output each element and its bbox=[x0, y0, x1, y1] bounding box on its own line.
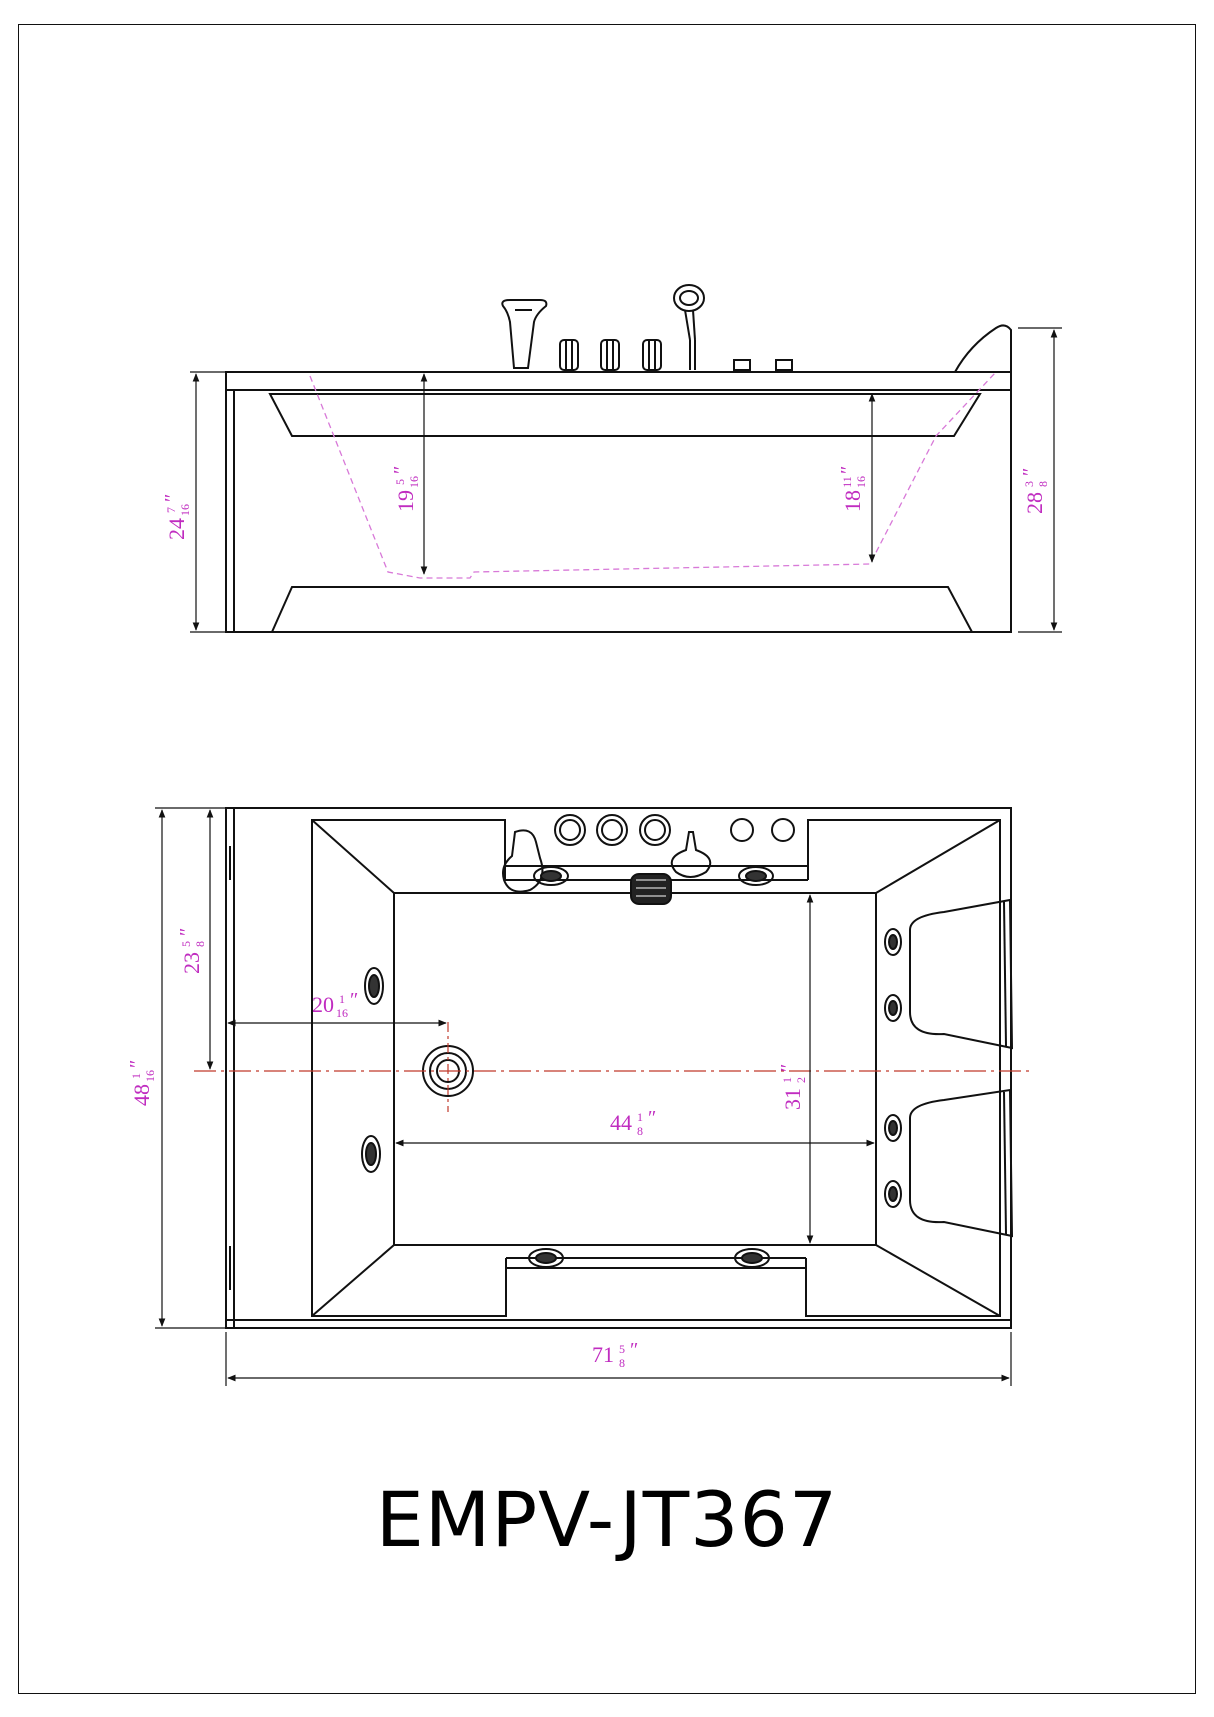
jet-icon bbox=[533, 866, 569, 886]
jet-icon bbox=[884, 928, 902, 956]
dim-top-inner-length: 44 1 8 ″ bbox=[610, 1107, 656, 1138]
control-button-icon bbox=[733, 359, 751, 371]
overflow-icon bbox=[630, 873, 672, 905]
svg-text:5: 5 bbox=[179, 941, 193, 947]
jet-icon bbox=[738, 866, 774, 886]
dim-side-overall-left: 24 7 16 ″ bbox=[161, 494, 192, 540]
svg-text:71: 71 bbox=[592, 1342, 614, 1367]
centerlines bbox=[194, 1022, 1030, 1112]
side-view bbox=[225, 284, 1012, 633]
svg-text:″: ″ bbox=[648, 1107, 656, 1129]
svg-text:8: 8 bbox=[637, 1124, 643, 1138]
dim-top-drain-offset: 23 5 8 ″ bbox=[176, 928, 207, 974]
svg-text:8: 8 bbox=[1036, 481, 1050, 487]
svg-text:″: ″ bbox=[126, 1060, 148, 1068]
svg-text:″: ″ bbox=[630, 1339, 638, 1361]
dim-side-depth-right: 18 11 16 ″ bbox=[837, 466, 868, 512]
svg-text:″: ″ bbox=[161, 494, 183, 502]
svg-text:1: 1 bbox=[129, 1073, 143, 1079]
jet-icon bbox=[361, 1135, 381, 1173]
top-view bbox=[225, 807, 1012, 1329]
tub-rim-outline bbox=[225, 807, 1012, 1329]
svg-text:2: 2 bbox=[794, 1077, 808, 1083]
svg-text:11: 11 bbox=[840, 476, 854, 488]
top-dim-lines bbox=[155, 807, 1012, 1386]
valve-knob-icon bbox=[639, 814, 671, 846]
svg-text:23: 23 bbox=[179, 952, 204, 974]
svg-text:5: 5 bbox=[619, 1342, 625, 1356]
jet-icon bbox=[884, 994, 902, 1022]
headrest-icon bbox=[954, 324, 1012, 373]
svg-text:1: 1 bbox=[780, 1077, 794, 1083]
faucet-icon bbox=[501, 299, 548, 369]
valve-knob-icon bbox=[596, 814, 628, 846]
dim-side-overall-right: 28 3 8 ″ bbox=[1019, 468, 1050, 514]
jet-icon bbox=[884, 1114, 902, 1142]
svg-text:″: ″ bbox=[1019, 468, 1041, 476]
svg-text:1: 1 bbox=[637, 1110, 643, 1124]
valve-knob-icon bbox=[642, 339, 662, 371]
pillow-icon bbox=[909, 898, 1014, 1050]
svg-text:″: ″ bbox=[837, 466, 859, 474]
svg-text:20: 20 bbox=[312, 992, 334, 1017]
dim-top-overall-width: 48 1 16 ″ bbox=[126, 1060, 157, 1106]
svg-text:24: 24 bbox=[164, 518, 189, 540]
dim-side-depth-left: 19 5 16 ″ bbox=[390, 466, 421, 512]
svg-text:16: 16 bbox=[407, 476, 421, 488]
svg-text:3: 3 bbox=[1022, 481, 1036, 487]
svg-text:44: 44 bbox=[610, 1110, 632, 1135]
valve-knob-icon bbox=[600, 339, 620, 371]
svg-text:1: 1 bbox=[339, 992, 345, 1006]
hand-shower-icon bbox=[670, 831, 712, 878]
svg-text:16: 16 bbox=[143, 1070, 157, 1082]
svg-text:48: 48 bbox=[129, 1084, 154, 1106]
svg-text:16: 16 bbox=[854, 476, 868, 488]
svg-text:5: 5 bbox=[393, 479, 407, 485]
control-button-icon bbox=[775, 359, 793, 371]
side-dim-lines bbox=[190, 327, 1062, 633]
dim-top-inner-width: 31 1 2 ″ bbox=[777, 1064, 808, 1110]
model-number-title: EMPV-JT367 bbox=[375, 1475, 839, 1564]
hand-shower-icon bbox=[673, 284, 705, 370]
svg-text:8: 8 bbox=[193, 941, 207, 947]
svg-text:19: 19 bbox=[393, 490, 418, 512]
control-button-icon bbox=[730, 818, 754, 842]
skirt-bottom-panel bbox=[270, 586, 974, 633]
svg-text:7: 7 bbox=[164, 507, 178, 513]
inner-bath-hidden-line bbox=[309, 371, 997, 579]
dim-top-overall-length: 71 5 8 ″ bbox=[592, 1339, 638, 1370]
pillow-icon bbox=[909, 1088, 1014, 1238]
control-button-icon bbox=[771, 818, 795, 842]
svg-text:16: 16 bbox=[336, 1006, 348, 1020]
skirt-top-panel bbox=[268, 393, 982, 437]
svg-text:8: 8 bbox=[619, 1356, 625, 1370]
svg-text:″: ″ bbox=[350, 989, 358, 1011]
drawing-frame bbox=[18, 24, 1196, 1694]
svg-text:16: 16 bbox=[178, 504, 192, 516]
svg-text:31: 31 bbox=[780, 1088, 805, 1110]
jet-icon bbox=[734, 1248, 770, 1268]
svg-text:″: ″ bbox=[390, 466, 412, 474]
tub-body-outline bbox=[225, 371, 1012, 633]
svg-text:″: ″ bbox=[176, 928, 198, 936]
svg-text:28: 28 bbox=[1022, 492, 1047, 514]
svg-text:″: ″ bbox=[777, 1064, 799, 1072]
faucet-icon bbox=[502, 829, 544, 893]
jet-icon bbox=[364, 967, 384, 1005]
valve-knob-icon bbox=[554, 814, 586, 846]
valve-knob-icon bbox=[559, 339, 579, 371]
svg-text:18: 18 bbox=[840, 490, 865, 512]
jet-icon bbox=[884, 1180, 902, 1208]
jet-icon bbox=[528, 1248, 564, 1268]
dim-top-drain-from-end: 20 1 16 ″ bbox=[312, 989, 358, 1020]
